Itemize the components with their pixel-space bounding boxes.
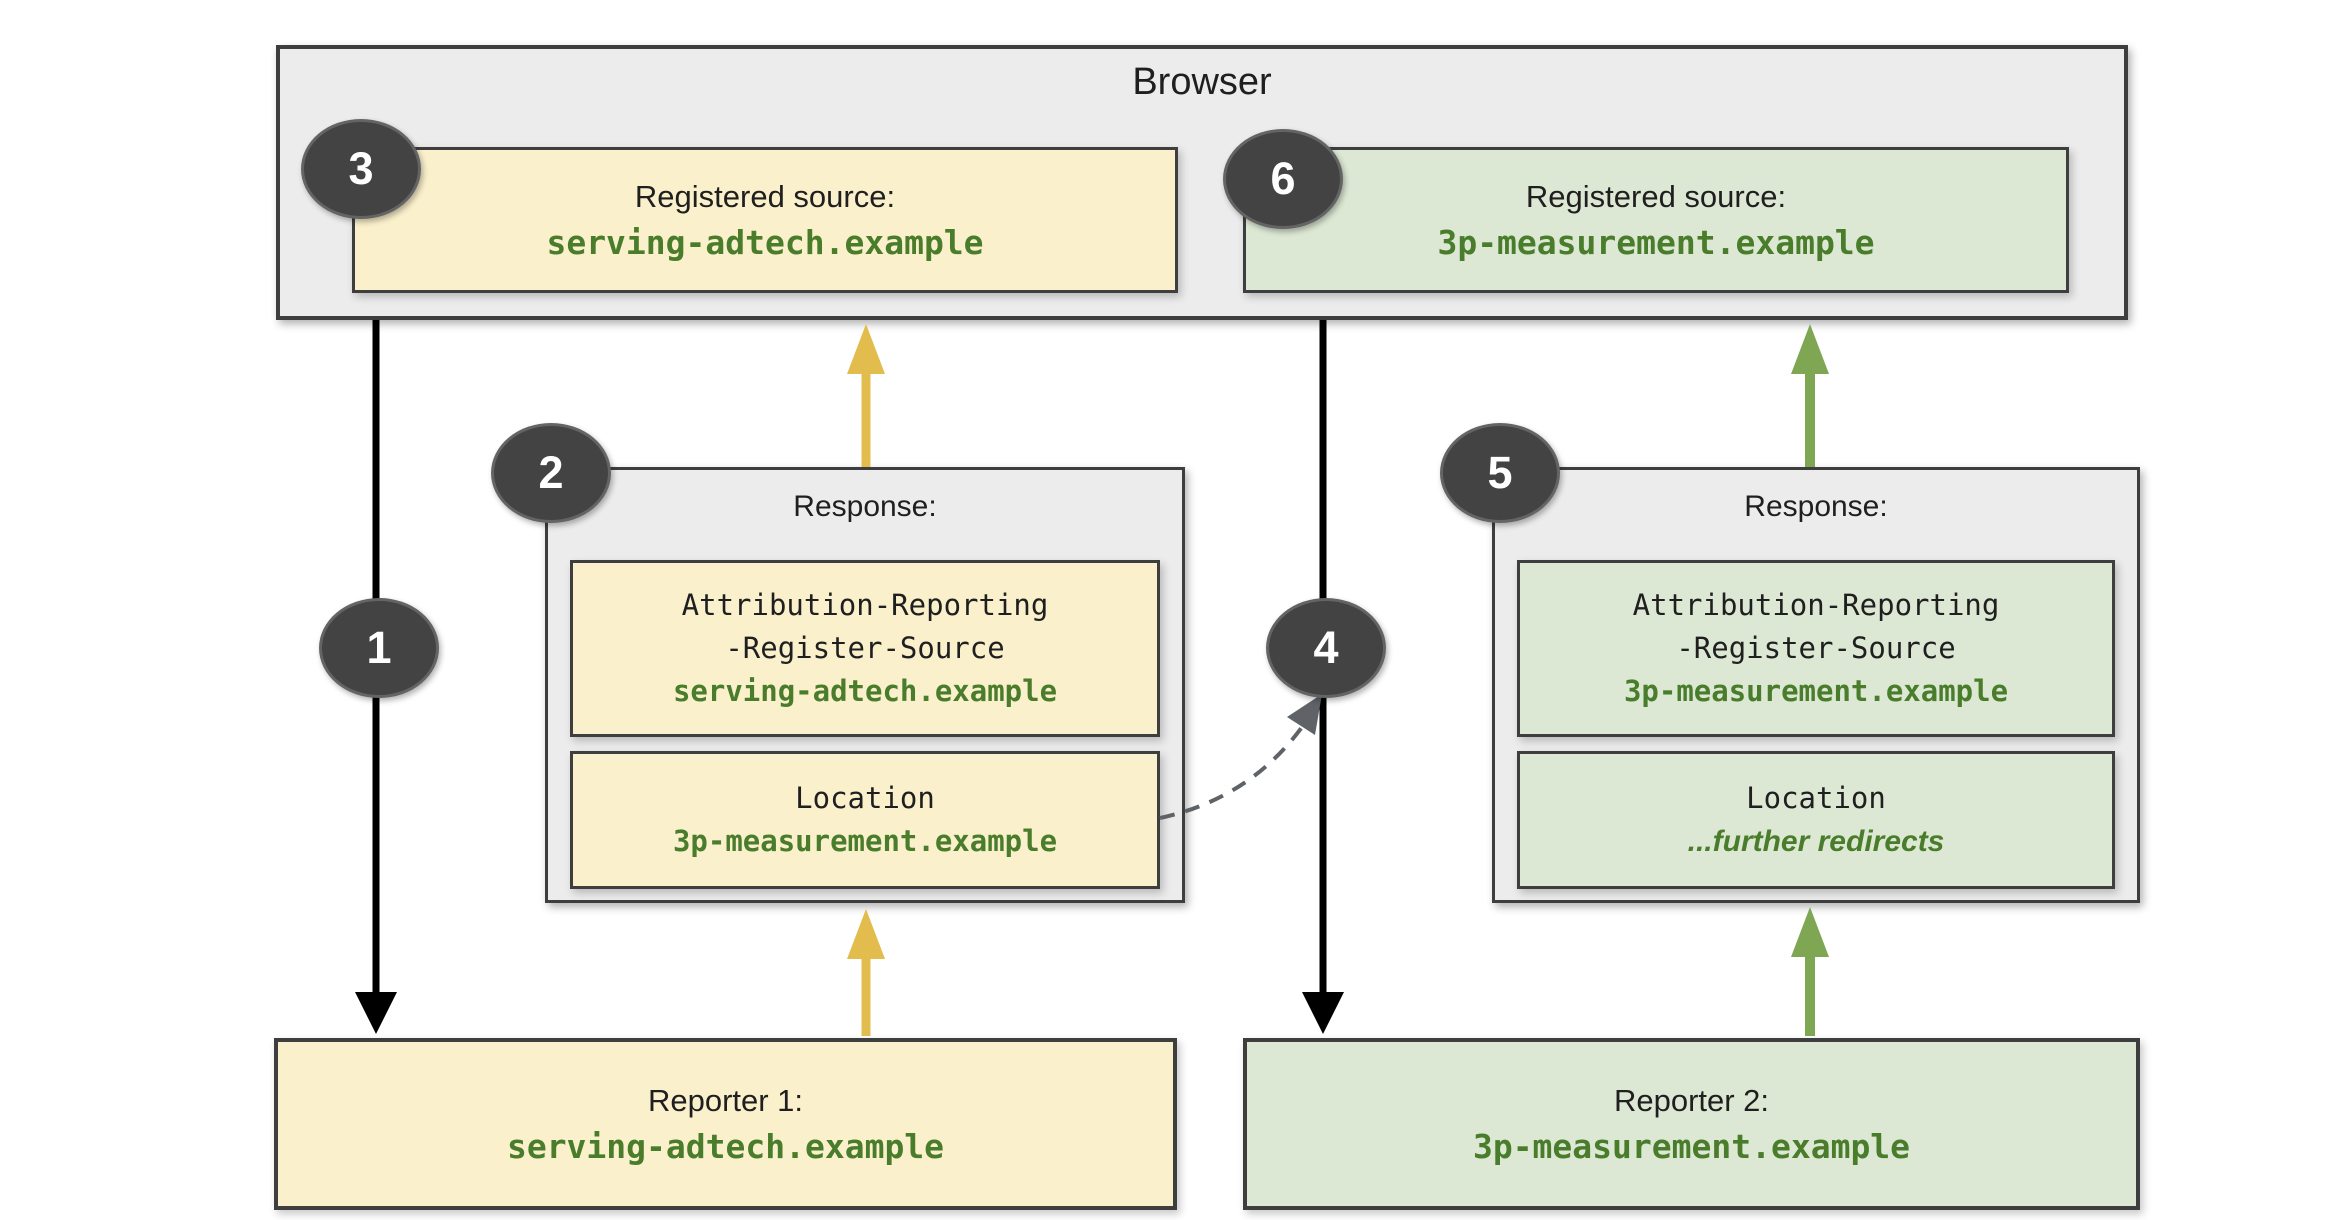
header-location: Location 3p-measurement.example: [570, 751, 1160, 889]
header-name-line: Location: [1746, 781, 1886, 815]
register-arrow-green-head: [1791, 324, 1829, 374]
step-badge-number: 4: [1313, 622, 1339, 673]
redirect-dashed-arrow-head: [1287, 694, 1322, 735]
reporter-domain: 3p-measurement.example: [1472, 1127, 1911, 1166]
header-name-line: Attribution-Reporting: [681, 588, 1049, 622]
header-attribution-reporting-register-source: Attribution-Reporting -Register-Source 3…: [1517, 560, 2115, 737]
response-arrow-reporter1-head: [847, 909, 885, 959]
header-name-line: Attribution-Reporting: [1632, 588, 2000, 622]
step-badge-number: 5: [1487, 447, 1513, 498]
header-name-line: -Register-Source: [725, 631, 1005, 665]
reporter-box-1: Reporter 1: serving-adtech.example: [274, 1038, 1177, 1210]
request-arrow-1-head: [355, 992, 397, 1034]
step-badge-number: 3: [348, 143, 374, 194]
step-badge-6: 6: [1223, 129, 1343, 229]
reporter-label: Reporter 1:: [647, 1083, 804, 1118]
registered-source-domain: serving-adtech.example: [546, 223, 984, 262]
response-title: Response:: [793, 490, 937, 523]
response-box-2: Response: Attribution-Reporting -Registe…: [1492, 467, 2140, 903]
step-badge-5: 5: [1440, 423, 1560, 523]
registered-source-box-1: Registered source: serving-adtech.exampl…: [352, 147, 1178, 293]
step-badge-4: 4: [1266, 598, 1386, 698]
response-title: Response:: [1744, 490, 1888, 523]
step-badge-3: 3: [301, 119, 421, 219]
step-badge-number: 1: [366, 622, 392, 673]
registered-source-domain: 3p-measurement.example: [1437, 223, 1875, 262]
header-name-line: Location: [795, 781, 935, 815]
step-badge-1: 1: [319, 598, 439, 698]
reporter-label: Reporter 2:: [1613, 1083, 1770, 1118]
reporter-domain: serving-adtech.example: [506, 1127, 945, 1166]
response-arrow-reporter2-head: [1791, 907, 1829, 957]
request-arrow-2-head: [1302, 992, 1344, 1034]
step-badge-number: 2: [538, 447, 564, 498]
registered-source-label: Registered source:: [634, 179, 896, 214]
registered-source-label: Registered source:: [1525, 179, 1787, 214]
reporter-box-2: Reporter 2: 3p-measurement.example: [1243, 1038, 2140, 1210]
header-attribution-reporting-register-source: Attribution-Reporting -Register-Source s…: [570, 560, 1160, 737]
register-arrow-yellow-head: [847, 324, 885, 374]
response-box-1: Response: Attribution-Reporting -Registe…: [545, 467, 1185, 903]
header-location: Location ...further redirects: [1517, 751, 2115, 889]
step-badge-2: 2: [491, 423, 611, 523]
header-value-further-redirects: ...further redirects: [1687, 825, 1945, 858]
header-value: 3p-measurement.example: [1623, 674, 2009, 708]
browser-title: Browser: [1132, 61, 1272, 103]
header-value: serving-adtech.example: [672, 674, 1058, 708]
step-badge-number: 6: [1270, 153, 1296, 204]
header-name-line: -Register-Source: [1676, 631, 1956, 665]
header-value: 3p-measurement.example: [672, 824, 1058, 858]
registered-source-box-2: Registered source: 3p-measurement.exampl…: [1243, 147, 2069, 293]
